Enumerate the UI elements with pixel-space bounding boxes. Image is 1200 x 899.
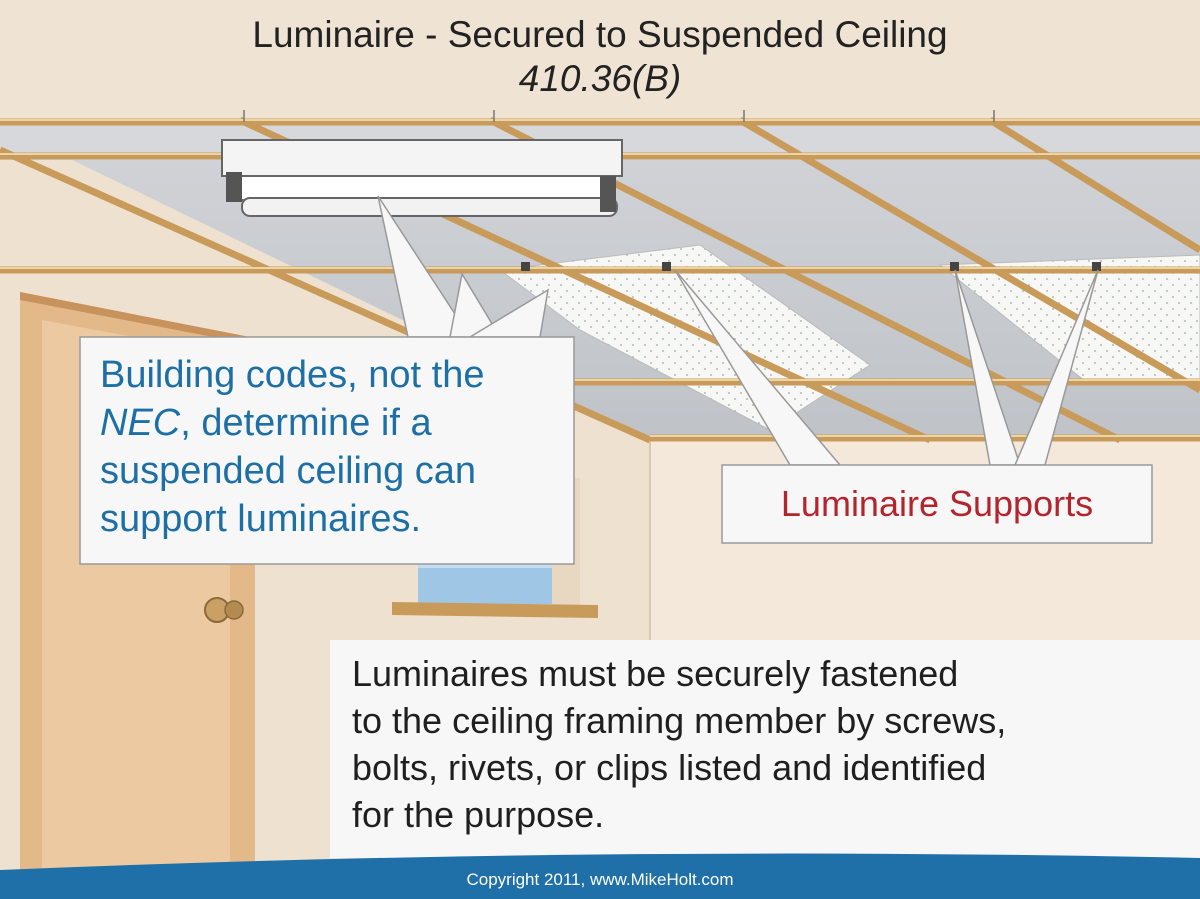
fluorescent-luminaire-icon	[221, 139, 623, 217]
copyright-notice: Copyright 2011, www.MikeHolt.com	[466, 870, 734, 889]
callout-line: for the purpose.	[352, 794, 605, 835]
callout-line: to the ceiling framing member by screws,	[352, 700, 1007, 741]
luminaire-supports-label: Luminaire Supports	[780, 483, 1094, 524]
callout-box	[721, 464, 1153, 544]
fastening-requirement-callout: Luminaires must be securely fastened to …	[330, 640, 1200, 858]
callout-box	[330, 640, 1200, 858]
hanger-wires	[243, 110, 995, 122]
callout-line: Building codes, not the	[100, 354, 485, 396]
ceiling-grid-highlight	[0, 119, 1200, 437]
nec-emphasis: NEC	[100, 402, 181, 444]
diagram-title: Luminaire - Secured to Suspended Ceiling	[252, 14, 948, 55]
code-reference: 410.36(B)	[518, 58, 682, 99]
callout-line: Luminaires must be securely fastened	[352, 653, 959, 694]
callout-line: support luminaires.	[100, 498, 422, 540]
callout-pointer	[377, 195, 1099, 466]
callout-line: NEC, determine if a	[100, 399, 554, 447]
callout-line: suspended ceiling can	[100, 450, 477, 492]
callout-box	[79, 336, 575, 565]
building-codes-callout: Building codes, not the NEC, determine i…	[80, 337, 574, 564]
support-clip-icon	[521, 262, 1101, 271]
footer-band	[0, 853, 1200, 899]
callout-line: bolts, rivets, or clips listed and ident…	[352, 747, 987, 788]
callout-line-rest: , determine if a	[180, 402, 432, 444]
